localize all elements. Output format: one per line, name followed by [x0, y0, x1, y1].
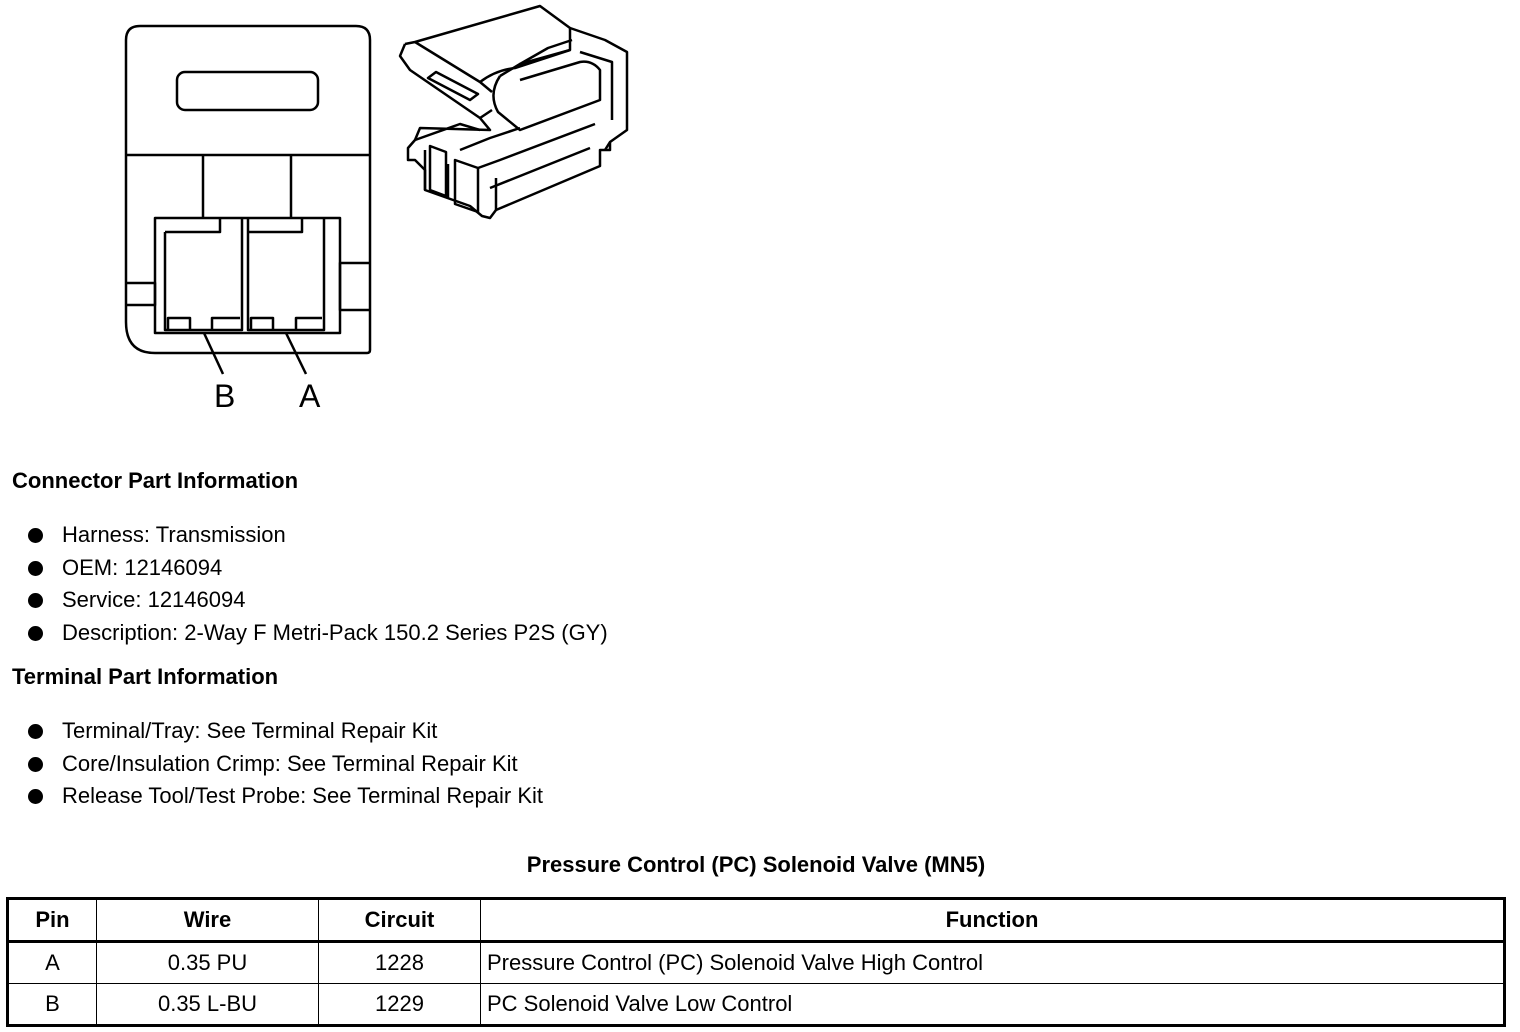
bullet-icon [28, 528, 43, 543]
pin-table: Pin Wire Circuit Function A 0.35 PU 1228… [6, 897, 1506, 1027]
column-header-pin: Pin [7, 898, 97, 943]
pin-label-a: A [299, 378, 321, 414]
list-item: Harness: Transmission [28, 521, 608, 554]
cavity-a [246, 218, 326, 332]
connector-face-view [124, 24, 372, 375]
column-header-function: Function [480, 898, 1505, 943]
pin-table-title: Pressure Control (PC) Solenoid Valve (MN… [526, 852, 986, 877]
table-header-row: Pin Wire Circuit Function [7, 898, 1505, 943]
list-item: Description: 2-Way F Metri-Pack 150.2 Se… [28, 619, 608, 652]
cell-pin: B [7, 983, 97, 1026]
cell-circuit: 1228 [318, 941, 481, 984]
terminal-part-info-list: Terminal/Tray: See Terminal Repair Kit C… [28, 717, 543, 815]
connector-figure: B A [124, 4, 629, 414]
list-item: Service: 12146094 [28, 586, 608, 619]
bullet-icon [28, 789, 43, 805]
leader-line-b [202, 332, 225, 375]
cell-wire: 0.35 L-BU [96, 983, 319, 1026]
bullet-icon [28, 560, 43, 576]
list-item: OEM: 12146094 [28, 554, 608, 587]
cavity-b [163, 218, 244, 332]
column-header-wire: Wire [96, 898, 319, 943]
list-item: Core/Insulation Crimp: See Terminal Repa… [28, 750, 543, 783]
leader-line-a [284, 332, 308, 375]
column-header-circuit: Circuit [318, 898, 481, 943]
cell-function: Pressure Control (PC) Solenoid Valve Hig… [480, 941, 1505, 984]
table-row: B 0.35 L-BU 1229 PC Solenoid Valve Low C… [7, 983, 1505, 1026]
cell-circuit: 1229 [318, 983, 481, 1026]
cell-pin: A [7, 941, 97, 984]
list-item: Release Tool/Test Probe: See Terminal Re… [28, 782, 543, 815]
cell-wire: 0.35 PU [96, 941, 319, 984]
bullet-icon [28, 626, 43, 642]
terminal-part-info-heading: Terminal Part Information [12, 664, 279, 689]
connector-part-info-heading: Connector Part Information [12, 468, 299, 493]
list-item: Terminal/Tray: See Terminal Repair Kit [28, 717, 543, 750]
bullet-icon [28, 756, 43, 772]
pin-label-b: B [214, 378, 235, 414]
cell-function: PC Solenoid Valve Low Control [480, 983, 1505, 1026]
connector-latch-window [175, 70, 320, 112]
table-row: A 0.35 PU 1228 Pressure Control (PC) Sol… [7, 941, 1505, 984]
bullet-icon [28, 593, 43, 609]
bullet-icon [28, 724, 43, 739]
connector-isometric-view [398, 4, 629, 220]
connector-part-info-list: Harness: Transmission OEM: 12146094 Serv… [28, 521, 608, 652]
